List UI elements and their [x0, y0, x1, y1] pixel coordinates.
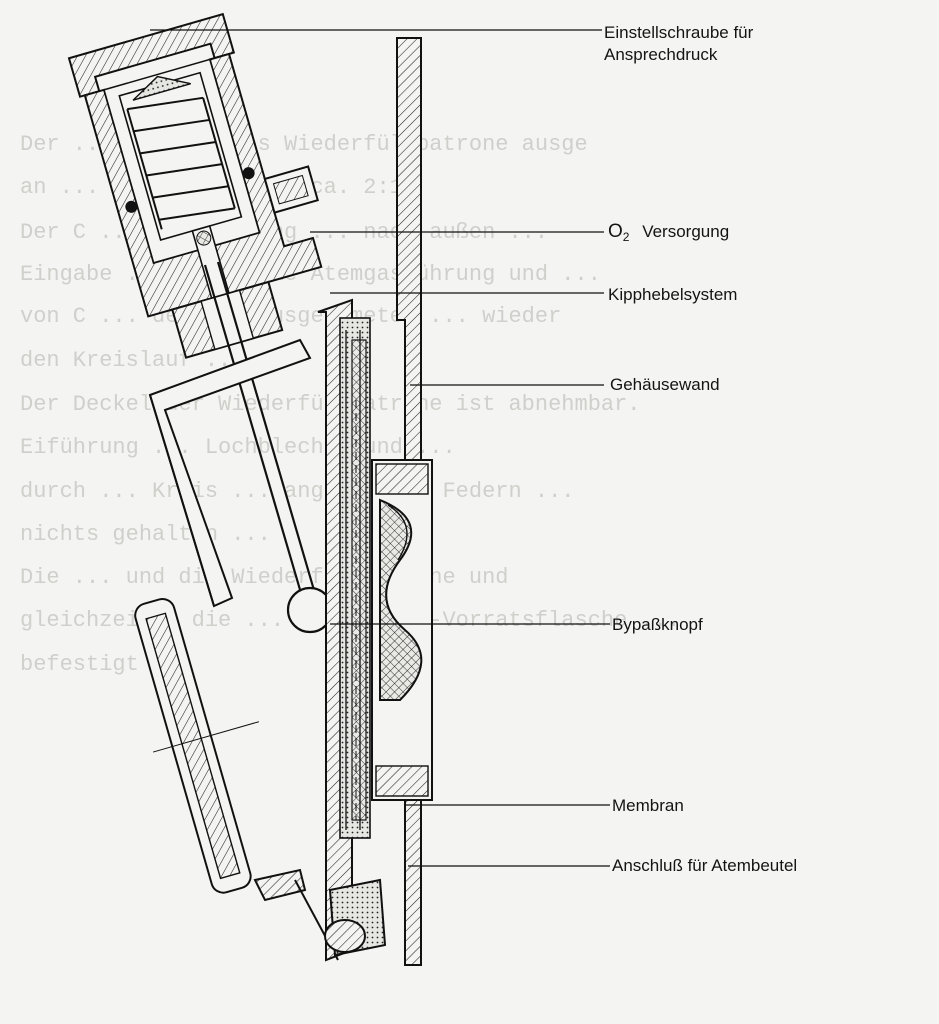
label-rocker: Kipphebelsystem [608, 285, 738, 304]
ghost-line: den Kreislauf ... [20, 348, 244, 373]
ghost-line: Eiführung ... Lochblechen und ... [20, 435, 456, 460]
label-membrane: Membran [612, 796, 684, 815]
label-adjust-screw-line2: Ansprechdruck [604, 45, 718, 64]
label-bag-port: Anschluß für Atembeutel [612, 856, 798, 875]
guard-plate [148, 338, 312, 608]
valve-body [67, 12, 323, 359]
ghost-line: nichts gehalten ... [20, 522, 271, 547]
ghost-line: Die ... und die Wiederfüllpatrone und [20, 565, 508, 590]
label-o2-symbol: O [608, 221, 623, 242]
label-bypass: Bypaßknopf [612, 615, 703, 634]
spring [126, 96, 236, 230]
label-o2-word: Versorgung [642, 222, 730, 241]
ghost-line: von C ... der ... ausgeatmeten ... wiede… [20, 304, 561, 329]
membrane-column [317, 298, 387, 962]
label-o2-supply: O2 Versorgung [608, 221, 729, 248]
bag-cover [134, 597, 259, 894]
label-adjust-screw-line1: Einstellschraube für [604, 23, 754, 42]
rocker-lever [203, 261, 334, 634]
leader-lines [150, 29, 610, 867]
label-adjust-screw: Einstellschraube für Ansprechdruck [604, 22, 753, 66]
bypass-housing [371, 459, 433, 801]
ghost-line: befestigt [20, 652, 139, 677]
label-o2-subscript: 2 [622, 230, 630, 244]
label-housing-wall: Gehäusewand [610, 375, 720, 394]
ghost-line: durch ... Kreis ... angeordnete Federn .… [20, 479, 575, 504]
